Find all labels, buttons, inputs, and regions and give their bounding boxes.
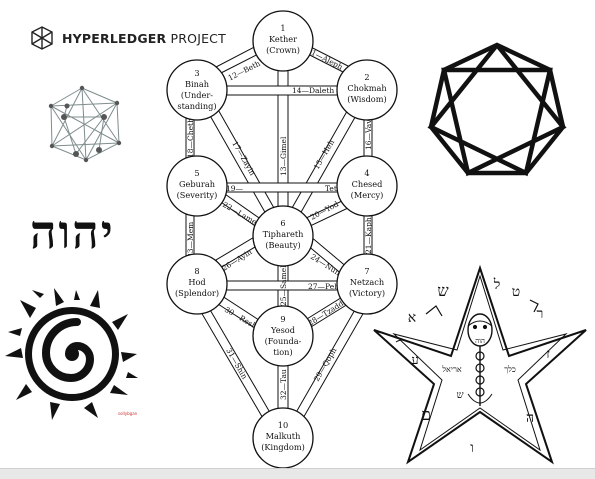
svg-text:7: 7 bbox=[364, 266, 369, 276]
svg-text:Chokmah: Chokmah bbox=[347, 83, 387, 93]
path-label: 32—Tau bbox=[279, 369, 288, 400]
hyperledger-logo-text: HYPERLEDGER PROJECT bbox=[62, 31, 226, 46]
hyperledger-logo: HYPERLEDGER PROJECT bbox=[62, 31, 226, 46]
path-label: 21—Kaph bbox=[364, 217, 373, 254]
svg-text:standing): standing) bbox=[177, 101, 216, 111]
hyperledger-logo-icon bbox=[31, 26, 53, 50]
logo-brand: HYPERLEDGER bbox=[62, 31, 167, 46]
path-label: 25—Samekh bbox=[279, 258, 288, 306]
path-label: 23—Mem bbox=[186, 222, 195, 258]
svg-text:2: 2 bbox=[364, 72, 369, 82]
svg-text:Kether: Kether bbox=[269, 34, 297, 44]
svg-text:Malkuth: Malkuth bbox=[266, 431, 301, 441]
svg-text:ז: ז bbox=[546, 347, 550, 362]
svg-text:4: 4 bbox=[364, 168, 369, 178]
svg-text:ש: ש bbox=[456, 390, 463, 401]
svg-text:10: 10 bbox=[278, 420, 288, 430]
pentacle-letters: ש ל ט ר א ע ז ם ו ה אריאל כלך הוה ש bbox=[408, 277, 550, 456]
svg-text:Hod: Hod bbox=[188, 277, 205, 287]
svg-text:(Severity): (Severity) bbox=[177, 190, 218, 200]
sephirah-circle bbox=[166, 253, 228, 315]
path-label: 14—Daleth bbox=[292, 86, 334, 95]
svg-text:אריאל: אריאל bbox=[441, 365, 462, 374]
svg-text:3: 3 bbox=[194, 68, 199, 78]
sephirah-circle bbox=[336, 155, 398, 217]
svg-text:(Victory): (Victory) bbox=[349, 288, 385, 298]
svg-text:(Under-: (Under- bbox=[181, 90, 213, 100]
svg-text:ם: ם bbox=[421, 405, 431, 424]
svg-text:ר: ר bbox=[537, 306, 544, 322]
path-label: 31—Shin bbox=[224, 347, 249, 381]
svg-text:ע: ע bbox=[411, 353, 418, 368]
tiny-red-label: sollybgan bbox=[118, 411, 138, 416]
svg-text:(Beauty): (Beauty) bbox=[265, 240, 300, 250]
svg-text:כלך: כלך bbox=[504, 365, 516, 374]
svg-text:Chesed: Chesed bbox=[352, 179, 383, 189]
svg-text:ה: ה bbox=[526, 410, 534, 426]
svg-text:א: א bbox=[408, 310, 416, 326]
svg-text:ש: ש bbox=[437, 281, 449, 300]
path-label: Teth bbox=[325, 184, 342, 193]
path-label: 19— bbox=[226, 184, 244, 193]
svg-text:Netzach: Netzach bbox=[350, 277, 385, 287]
svg-text:(Mercy): (Mercy) bbox=[351, 190, 384, 200]
svg-text:ו: ו bbox=[470, 440, 474, 456]
svg-text:ט: ט bbox=[512, 284, 520, 300]
sephiroth bbox=[166, 10, 398, 469]
sephirah-circle bbox=[166, 155, 228, 217]
sephirah-circle bbox=[166, 59, 228, 121]
svg-text:1: 1 bbox=[280, 23, 285, 33]
svg-text:(Wisdom): (Wisdom) bbox=[347, 94, 386, 104]
svg-text:9: 9 bbox=[280, 314, 285, 324]
svg-text:6: 6 bbox=[280, 218, 285, 228]
svg-text:הוה: הוה bbox=[475, 337, 485, 345]
sephirah-circle bbox=[336, 253, 398, 315]
svg-text:(Crown): (Crown) bbox=[266, 45, 300, 55]
svg-text:8: 8 bbox=[194, 266, 199, 276]
svg-text:ל: ל bbox=[493, 277, 501, 293]
spiral-swirl-icon bbox=[5, 288, 138, 420]
svg-text:Tiphareth: Tiphareth bbox=[263, 229, 305, 239]
svg-text:tion): tion) bbox=[273, 347, 292, 357]
path-label: 13—Gimel bbox=[279, 136, 288, 176]
sephirah-circle bbox=[336, 59, 398, 121]
svg-text:(Founda-: (Founda- bbox=[265, 336, 302, 346]
path-label: 18—Cheth bbox=[186, 118, 195, 158]
svg-text:Yesod: Yesod bbox=[270, 325, 295, 335]
path-label: 27—Peh bbox=[308, 282, 339, 291]
svg-text:5: 5 bbox=[194, 168, 199, 178]
wireframe-polyhedron-icon bbox=[50, 87, 120, 161]
sephirah-circle bbox=[252, 10, 314, 72]
sephirah-circle bbox=[252, 205, 314, 267]
polyhedron-vertices bbox=[48, 85, 122, 163]
svg-text:Binah: Binah bbox=[185, 79, 210, 89]
path-label: 28—Tzaddi bbox=[306, 297, 347, 327]
logo-suffix: PROJECT bbox=[170, 31, 226, 46]
sephirah-circle bbox=[252, 305, 314, 367]
svg-text:(Splendor): (Splendor) bbox=[175, 288, 219, 298]
path-label: 16—Vav bbox=[364, 119, 373, 150]
pentacle-icon bbox=[373, 264, 587, 465]
bottom-scrollbar-strip bbox=[0, 468, 595, 479]
tetragrammaton: יהוה bbox=[30, 205, 115, 259]
svg-text:Geburah: Geburah bbox=[179, 179, 216, 189]
svg-text:(Kingdom): (Kingdom) bbox=[261, 442, 305, 452]
heptagram-icon bbox=[427, 42, 567, 177]
sephiroth-labels: 1 Kether (Crown) 2 Chokmah (Wisdom) 3 Bi… bbox=[175, 23, 387, 452]
